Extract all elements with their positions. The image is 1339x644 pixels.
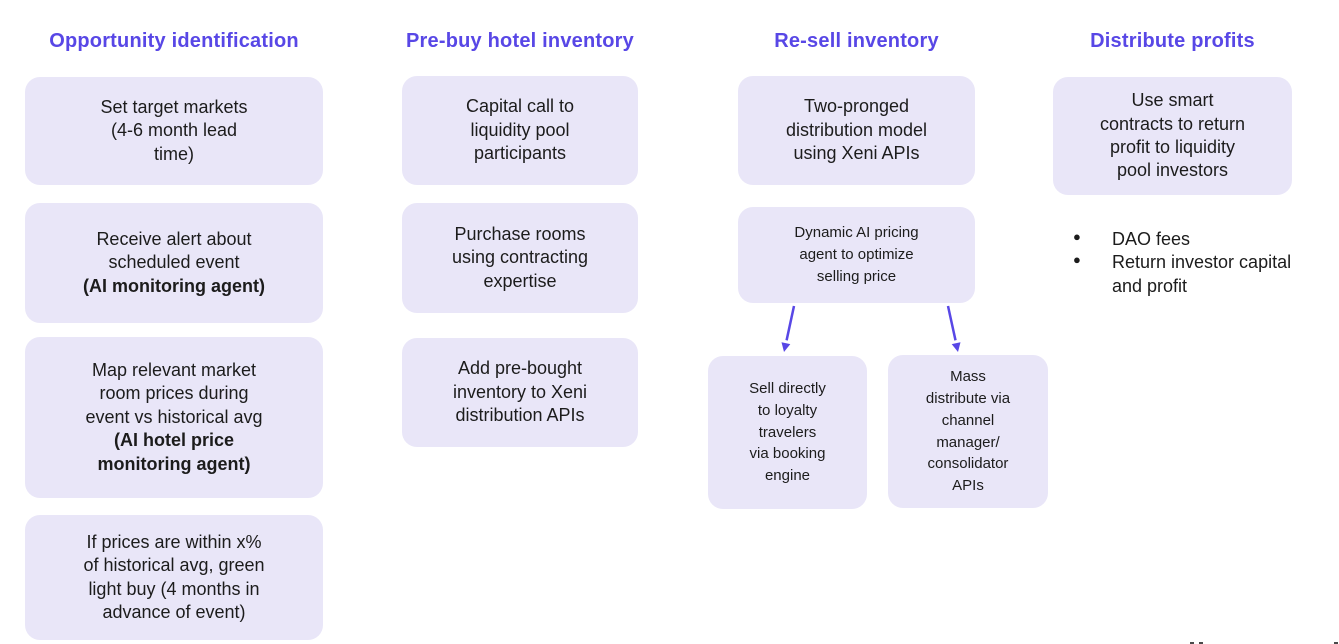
cropped-text-fragment <box>1190 642 1194 644</box>
column-title-re-sell-inventory: Re-sell inventory <box>774 30 939 52</box>
step-box-text: Use smart contracts to return profit to … <box>1099 90 1246 181</box>
step-box-text: Mass distribute via channel manager/ con… <box>925 368 1011 494</box>
step-box-text: Set target markets (4-6 month lead time) <box>100 96 248 164</box>
step-box-smart-contracts: Use smart contracts to return profit to … <box>1053 77 1292 195</box>
arrow-right-icon <box>946 305 961 352</box>
step-box-text: Sell directly to loyalty travelers via b… <box>749 380 826 485</box>
step-box-text: Map relevant market room prices during e… <box>85 360 263 427</box>
step-box-add-inventory: Add pre-bought inventory to Xeni distrib… <box>402 338 638 447</box>
cropped-text-fragment <box>1199 642 1203 644</box>
step-box-bold-text: (AI hotel price monitoring agent) <box>97 430 251 474</box>
step-box-purchase-rooms: Purchase rooms using contracting experti… <box>402 203 638 313</box>
column-title-opportunity-identification: Opportunity identification <box>49 30 299 52</box>
step-box-bold-text: (AI monitoring agent) <box>83 275 265 296</box>
step-box-text: Receive alert about scheduled event <box>96 228 252 273</box>
bullet-item-dao-fees: DAO fees <box>1053 228 1313 251</box>
step-box-text: Dynamic AI pricing agent to optimize sel… <box>794 224 919 285</box>
bullet-item-return-investor: Return investor capital and profit <box>1053 251 1313 298</box>
cropped-text-fragment <box>1334 642 1338 644</box>
branch-arrows <box>781 305 961 352</box>
step-box-dynamic-ai-pricing: Dynamic AI pricing agent to optimize sel… <box>738 207 975 303</box>
distribute-profits-bullet-list: DAO fees Return investor capital and pro… <box>1053 228 1313 298</box>
step-box-two-pronged-distribution: Two-pronged distribution model using Xen… <box>738 76 975 185</box>
step-box-receive-alert: Receive alert about scheduled event (AI … <box>25 203 323 323</box>
column-title-pre-buy-hotel-inventory: Pre-buy hotel inventory <box>406 30 634 52</box>
step-box-text: Two-pronged distribution model using Xen… <box>785 96 928 164</box>
step-box-capital-call: Capital call to liquidity pool participa… <box>402 76 638 185</box>
step-box-green-light-buy: If prices are within x% of historical av… <box>25 515 323 640</box>
step-box-text: If prices are within x% of historical av… <box>83 531 265 622</box>
step-box-text: Capital call to liquidity pool participa… <box>465 96 575 164</box>
step-box-set-target-markets: Set target markets (4-6 month lead time) <box>25 77 323 185</box>
step-box-sell-directly: Sell directly to loyalty travelers via b… <box>708 356 867 509</box>
arrow-left-icon <box>781 305 796 352</box>
step-box-text: Purchase rooms using contracting experti… <box>451 223 589 291</box>
column-title-distribute-profits: Distribute profits <box>1090 30 1255 52</box>
step-box-mass-distribute: Mass distribute via channel manager/ con… <box>888 355 1048 508</box>
step-box-map-room-prices: Map relevant market room prices during e… <box>25 337 323 498</box>
step-box-text: Add pre-bought inventory to Xeni distrib… <box>452 358 588 426</box>
